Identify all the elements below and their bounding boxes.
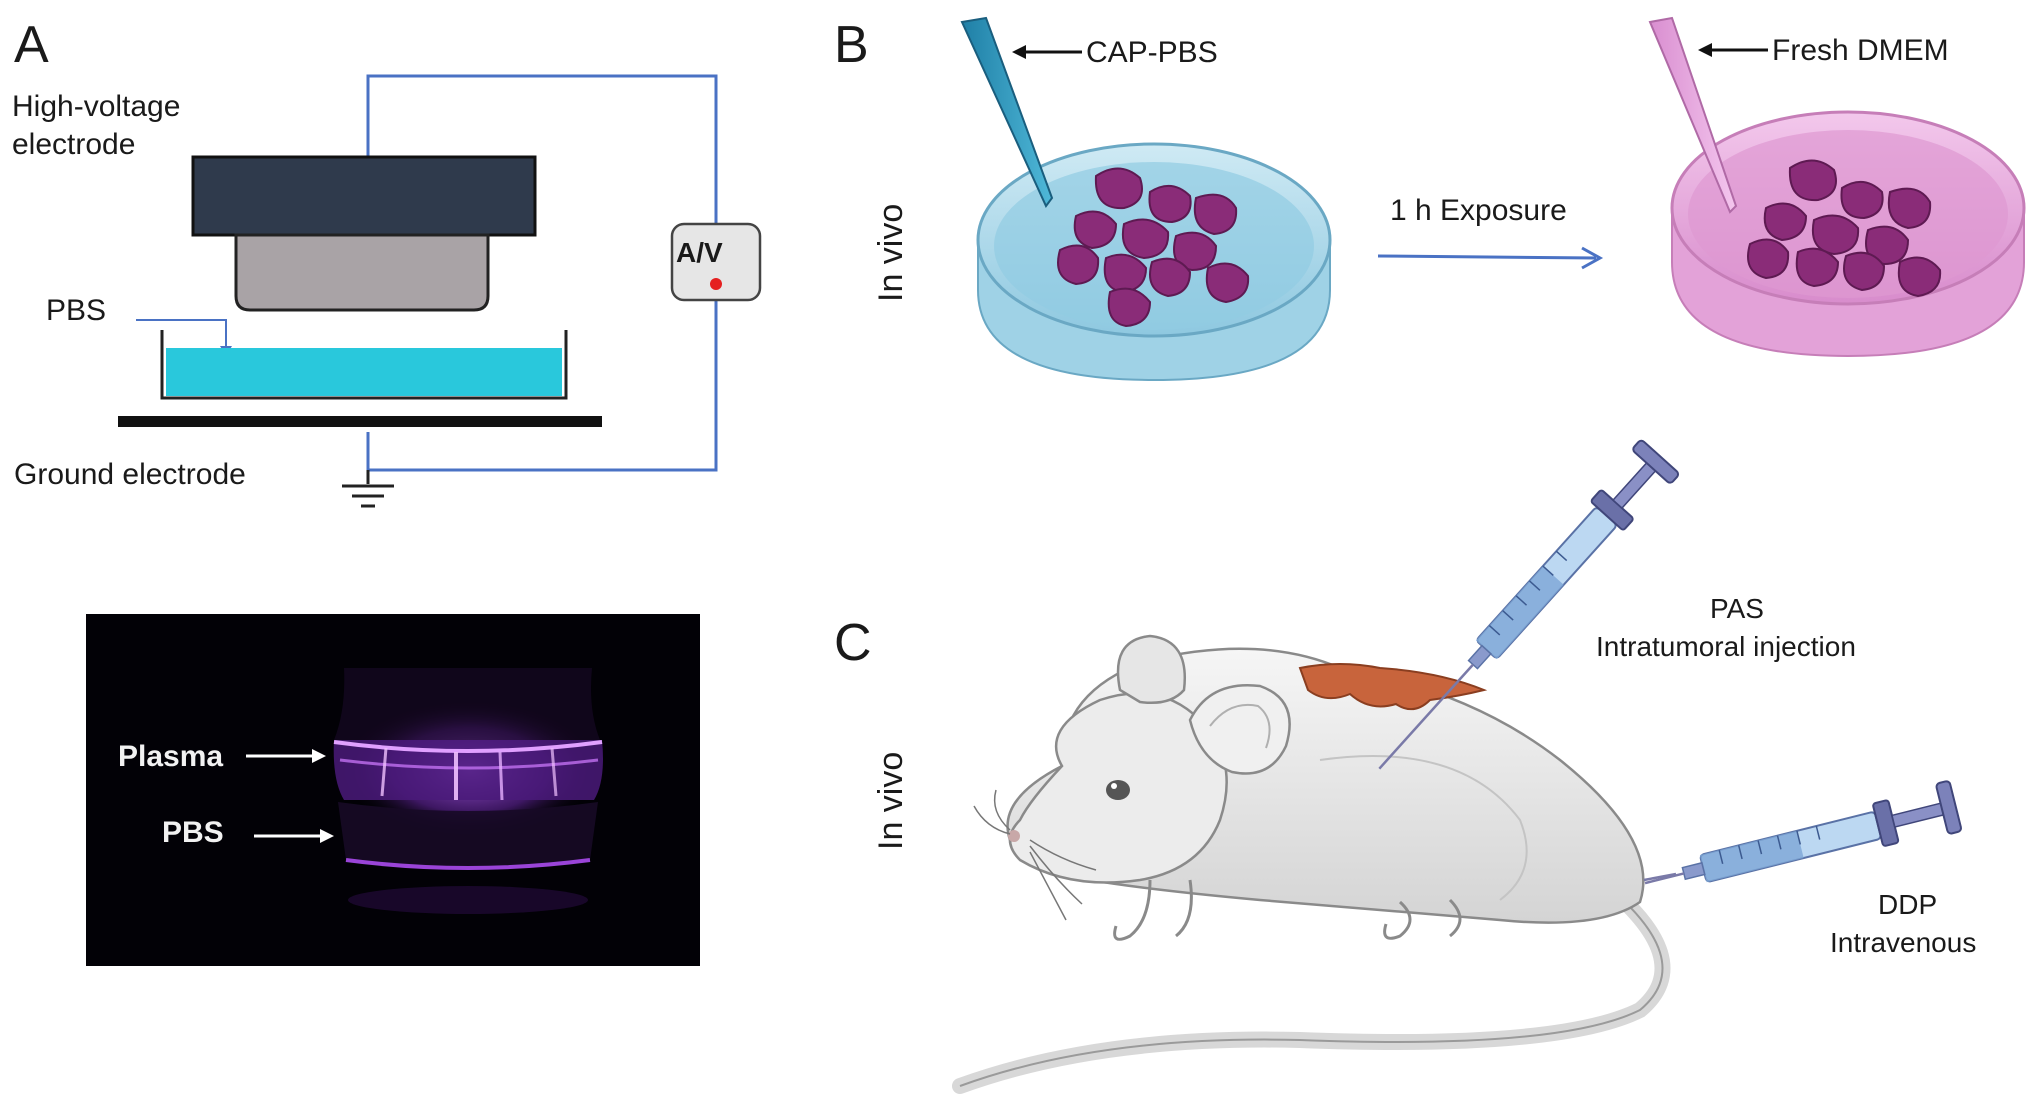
panel-b: B In vivo CAP-PBS 1 h Exposure (834, 16, 2026, 382)
pbs-label: PBS (46, 294, 106, 327)
panel-c: C In vivo (834, 439, 1976, 1094)
pbs-liquid (166, 348, 562, 396)
pipette-left-arrowhead (1012, 45, 1026, 59)
ddp-label-line1: DDP (1878, 889, 1937, 920)
av-meter-label: A/V (676, 237, 723, 268)
pipette-left-label: CAP-PBS (1086, 36, 1218, 69)
exposure-arrow (1377, 254, 1597, 260)
cells-right (1747, 159, 1942, 298)
panel-b-letter: B (834, 16, 869, 74)
pas-label-line1: PAS (1710, 593, 1764, 624)
ddp-label-line2: Intravenous (1830, 927, 1976, 958)
pipette-fresh-dmem-icon (1648, 16, 1738, 214)
pipette-right-arrowhead (1698, 43, 1712, 57)
photo-pbs-arrowhead (320, 829, 334, 843)
exposure-arrowhead (1581, 246, 1604, 270)
high-voltage-label-line1: High-voltage (12, 90, 180, 123)
plasma-photo (86, 614, 700, 966)
pipette-right-label: Fresh DMEM (1772, 34, 1949, 67)
cells-left (1057, 167, 1250, 328)
photo-pbs-label: PBS (162, 816, 224, 849)
ddp-needle-extension (1643, 872, 1677, 882)
dielectric-block (234, 233, 490, 312)
meter-indicator-dot (710, 278, 722, 290)
mouse-illustration (952, 634, 1671, 1094)
tumor-mark (1298, 663, 1488, 711)
high-voltage-label-line2: electrode (12, 128, 135, 161)
ground-electrode-plate (118, 416, 602, 427)
panel-b-side-label: In vivo (872, 204, 910, 302)
wire-bottom (366, 300, 718, 472)
high-voltage-electrode (191, 155, 537, 237)
ground-symbol-icon (342, 470, 394, 508)
panel-c-letter: C (834, 614, 872, 672)
wire-top (366, 74, 718, 224)
photo-plasma-label: Plasma (118, 740, 223, 773)
ground-electrode-label: Ground electrode (14, 458, 246, 491)
pas-label-line2: Intratumoral injection (1596, 631, 1856, 662)
pbs-pointer-line (136, 319, 227, 350)
syringe-ddp-icon (1644, 780, 1962, 885)
photo-plasma-arrowhead (312, 749, 326, 763)
panel-c-side-label: In vivo (872, 752, 910, 850)
av-meter (670, 222, 762, 302)
exposure-label: 1 h Exposure (1390, 194, 1567, 227)
syringe-pas-icon (1378, 439, 1680, 770)
pipette-cap-pbs-icon (960, 16, 1054, 208)
panel-a-letter: A (14, 16, 49, 74)
pbs-container (160, 330, 568, 400)
panel-a: A High-voltage electrode A/V PBS Ground … (12, 16, 762, 966)
